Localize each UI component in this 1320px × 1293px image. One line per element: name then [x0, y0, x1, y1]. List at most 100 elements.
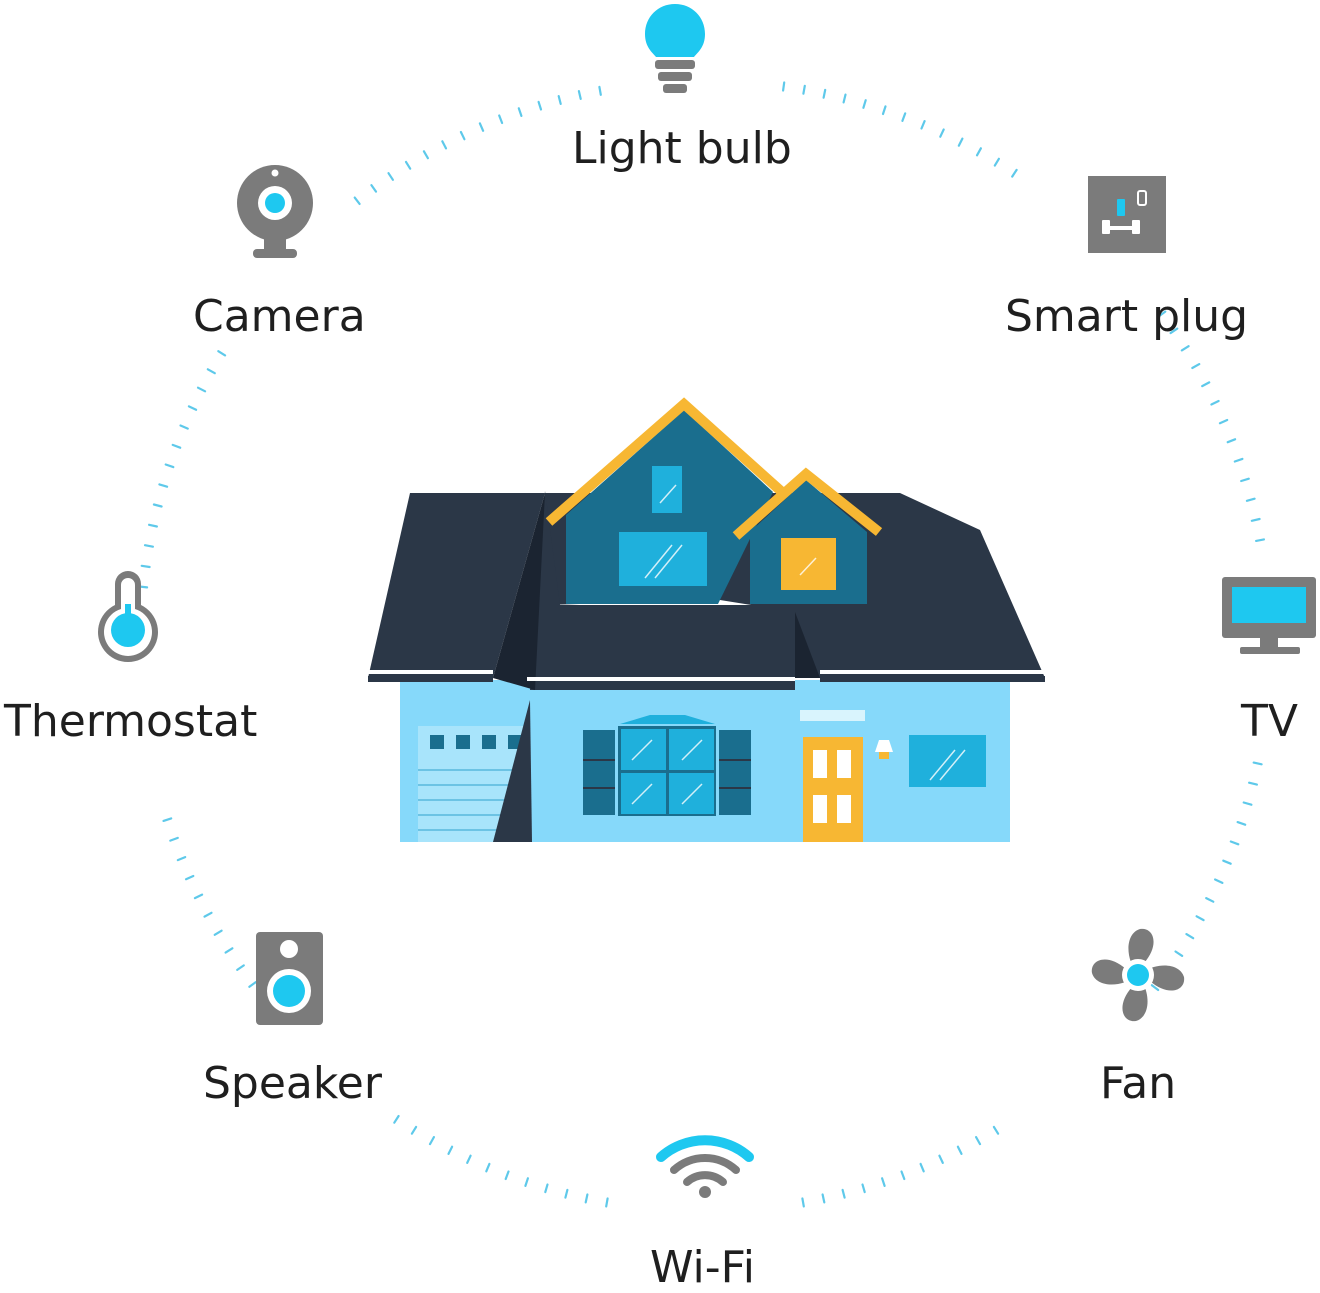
ring-dot [801, 1197, 805, 1208]
ring-dot [140, 564, 151, 569]
ring-dot [1205, 896, 1215, 903]
ring-dot [224, 947, 234, 954]
ring-dot [1218, 418, 1229, 425]
ring-dot [179, 424, 189, 430]
ring-dot [880, 1177, 886, 1188]
ring-dot [822, 88, 827, 99]
ring-dot [598, 85, 602, 96]
ring-dot [1240, 477, 1250, 483]
ring-dot [974, 1135, 982, 1146]
label-light-bulb: Light bulb [572, 123, 792, 174]
ring-dot [248, 980, 257, 988]
ring-dot [524, 1177, 530, 1188]
front-door [800, 710, 893, 842]
ring-dot [1150, 984, 1160, 992]
ring-dot [557, 94, 562, 106]
ring-dot [393, 1114, 400, 1124]
ring-dot [517, 107, 523, 118]
ring-dot [459, 130, 466, 141]
ring-dot [158, 483, 169, 488]
ring-dot [1247, 781, 1259, 786]
ring-dot [781, 81, 786, 92]
ring-dot [881, 105, 887, 116]
ring-dot [478, 122, 485, 132]
ring-dot [821, 1193, 826, 1204]
ring-dot [1210, 399, 1220, 406]
ring-dot [1242, 801, 1253, 806]
wifi-icon [656, 1135, 754, 1198]
ring-dot [1236, 820, 1247, 826]
ring-dot [992, 1125, 1000, 1135]
ring-dot [1245, 497, 1256, 502]
ring-dot [441, 140, 448, 150]
ring-dot [152, 503, 163, 508]
ring-dot [164, 463, 175, 469]
ring-dot [919, 1162, 925, 1173]
ring-dot [605, 1197, 609, 1208]
label-speaker: Speaker [203, 1058, 382, 1109]
ring-dot [1195, 915, 1205, 922]
ring-dot [1201, 381, 1211, 388]
label-thermostat: Thermostat [4, 696, 258, 747]
ring-dot [939, 128, 945, 138]
ring-dot [236, 964, 245, 972]
ring-dot [1011, 168, 1018, 178]
ring-dot [353, 196, 361, 205]
label-tv: TV [1241, 696, 1298, 747]
tv-icon [1222, 577, 1316, 654]
ring-dot [1191, 363, 1201, 370]
ring-dot [841, 1188, 846, 1199]
ring-dot [184, 874, 195, 881]
ring-dot [428, 1135, 435, 1146]
ring-dot [193, 893, 204, 900]
ring-dot [176, 855, 187, 862]
ring-dot [537, 100, 543, 111]
ring-dot [1157, 310, 1167, 318]
main-gable [545, 397, 786, 604]
ring-dot [171, 443, 182, 449]
ring-dot [196, 386, 207, 393]
ring-dot [900, 1170, 906, 1181]
ring-dot [1185, 932, 1195, 940]
label-wifi: Wi-Fi [650, 1242, 755, 1293]
ring-dot [1174, 950, 1184, 958]
label-camera: Camera [193, 291, 366, 342]
ring-dot [206, 368, 216, 375]
ring-dot [498, 114, 504, 125]
front-window [583, 715, 751, 816]
ring-dot [993, 157, 1001, 167]
house-icon [368, 397, 1045, 842]
ring-dot [901, 112, 907, 123]
ring-dot [975, 147, 983, 157]
ring-dot [1229, 840, 1240, 846]
ring-dot [143, 544, 154, 548]
ring-dot [862, 99, 867, 109]
ring-dot [956, 1145, 963, 1156]
ring-dot [169, 836, 179, 842]
label-smart-plug: Smart plug [1005, 291, 1249, 342]
ring-dot [387, 172, 394, 181]
ring-dot [410, 1125, 418, 1135]
ring-dot [203, 911, 213, 918]
fan-icon [1091, 928, 1185, 1022]
ring-dot [1222, 859, 1232, 865]
ring-dot [802, 84, 806, 95]
ring-dot [370, 184, 378, 193]
ring-dot [217, 350, 227, 357]
ring-dot [485, 1162, 491, 1173]
ring-dot [577, 89, 582, 101]
ring-dot [1252, 761, 1263, 766]
ring-dot [187, 405, 198, 411]
ring-dot [584, 1193, 589, 1204]
smart-plug-icon [1088, 176, 1166, 253]
ring-dot [422, 150, 429, 160]
ring-dot [938, 1154, 944, 1165]
ring-dot [148, 523, 158, 528]
ring-dot [861, 1183, 866, 1194]
ring-dot [504, 1170, 510, 1181]
ring-dot [842, 93, 847, 104]
ring-dot [1226, 438, 1237, 444]
ring-dot [1250, 517, 1261, 522]
label-fan: Fan [1100, 1058, 1177, 1109]
ring-dot [1169, 327, 1179, 335]
